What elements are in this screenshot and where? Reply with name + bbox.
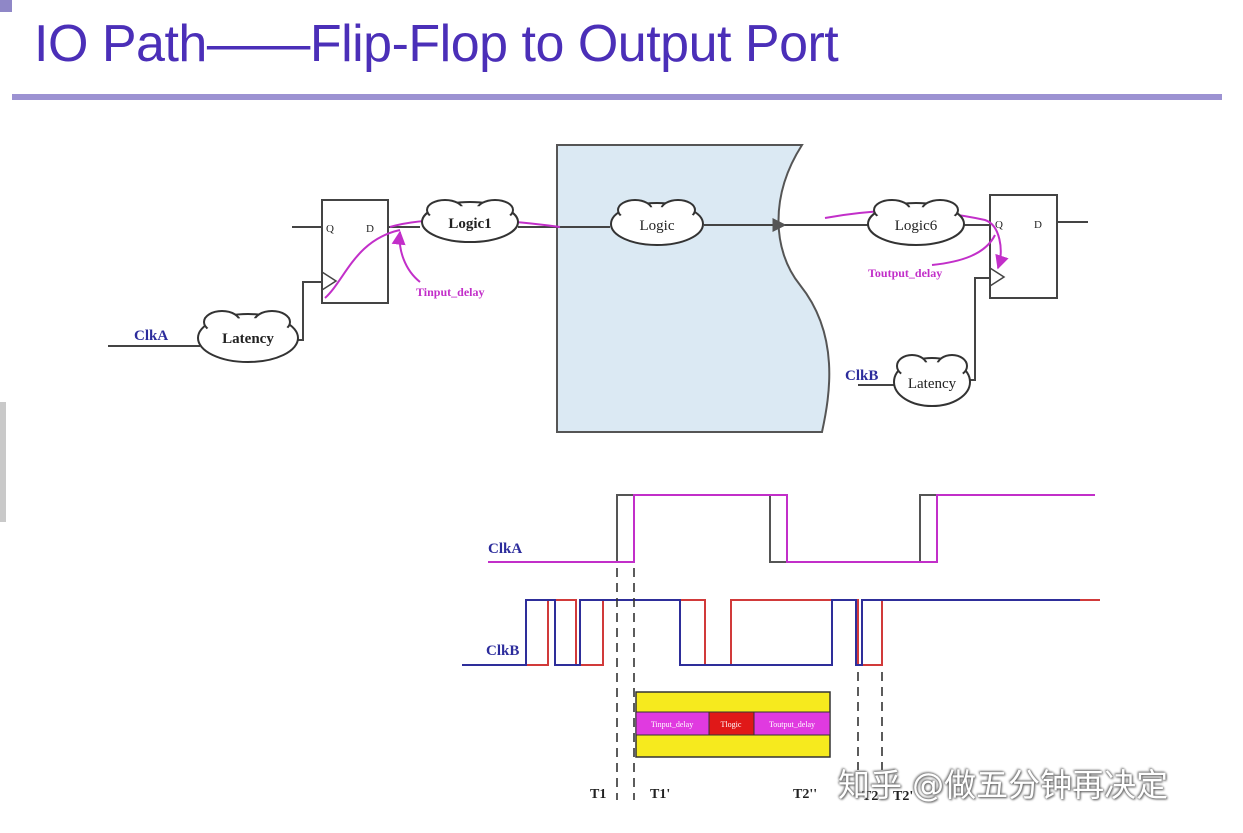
timing-trace xyxy=(324,209,1009,299)
delay-bar: Tinput_delay Tlogic Toutput_delay xyxy=(635,691,831,758)
clock-b-label: ClkB xyxy=(845,368,878,384)
corner-mark xyxy=(0,0,12,12)
bar-seg-logic-label: Tlogic xyxy=(721,720,742,729)
marker-t2p: T2' xyxy=(893,789,913,804)
cloud-logic1-label: Logic1 xyxy=(448,216,491,232)
slide-title: IO Path——Flip-Flop to Output Port xyxy=(34,15,839,73)
ff-right-q-pin: Q xyxy=(995,219,1003,231)
clock-wires xyxy=(108,277,990,386)
bar-seg-output-label: Toutput_delay xyxy=(769,720,815,729)
timing-clka-label: ClkA xyxy=(488,541,522,557)
combinational-block xyxy=(556,144,831,433)
cloud-latency-b-label: Latency xyxy=(908,376,957,392)
ff-right-d-pin: D xyxy=(1034,219,1042,231)
marker-t2pp: T2'' xyxy=(793,787,817,802)
bar-seg-output xyxy=(753,711,831,736)
bar-seg-input-label: Tinput_delay xyxy=(651,720,693,729)
marker-t1: T1 xyxy=(590,787,606,802)
watermark: 知乎 @做五分钟再决定 xyxy=(838,766,1169,804)
cloud-logic1: Logic1 xyxy=(421,199,519,243)
marker-t1p: T1' xyxy=(650,787,670,802)
cloud-latency-a-label: Latency xyxy=(222,331,274,347)
clka-waveform xyxy=(488,494,1095,563)
cloud-logic-mid: Logic xyxy=(610,199,704,246)
ff-left-q-pin: Q xyxy=(326,223,334,235)
clkb-waveform xyxy=(462,599,1100,666)
title-rule xyxy=(12,94,1222,100)
cloud-latency-b: Latency xyxy=(893,354,971,407)
cloud-logic6: Logic6 xyxy=(867,199,965,246)
timing-markers xyxy=(616,568,883,800)
cloud-latency-a: Latency xyxy=(197,310,299,363)
cloud-logic-mid-label: Logic xyxy=(640,218,675,234)
timing-clkb-label: ClkB xyxy=(486,643,519,659)
flip-flop-left: Q D xyxy=(321,199,389,304)
marker-t2: T2 xyxy=(862,789,878,804)
side-scroll-marker xyxy=(0,402,6,522)
toutput-delay-label: Toutput_delay xyxy=(868,266,942,280)
cloud-logic6-label: Logic6 xyxy=(895,218,938,234)
clock-a-label: ClkA xyxy=(134,328,168,344)
ff-left-d-pin: D xyxy=(366,223,374,235)
tinput-delay-label: Tinput_delay xyxy=(416,285,484,299)
